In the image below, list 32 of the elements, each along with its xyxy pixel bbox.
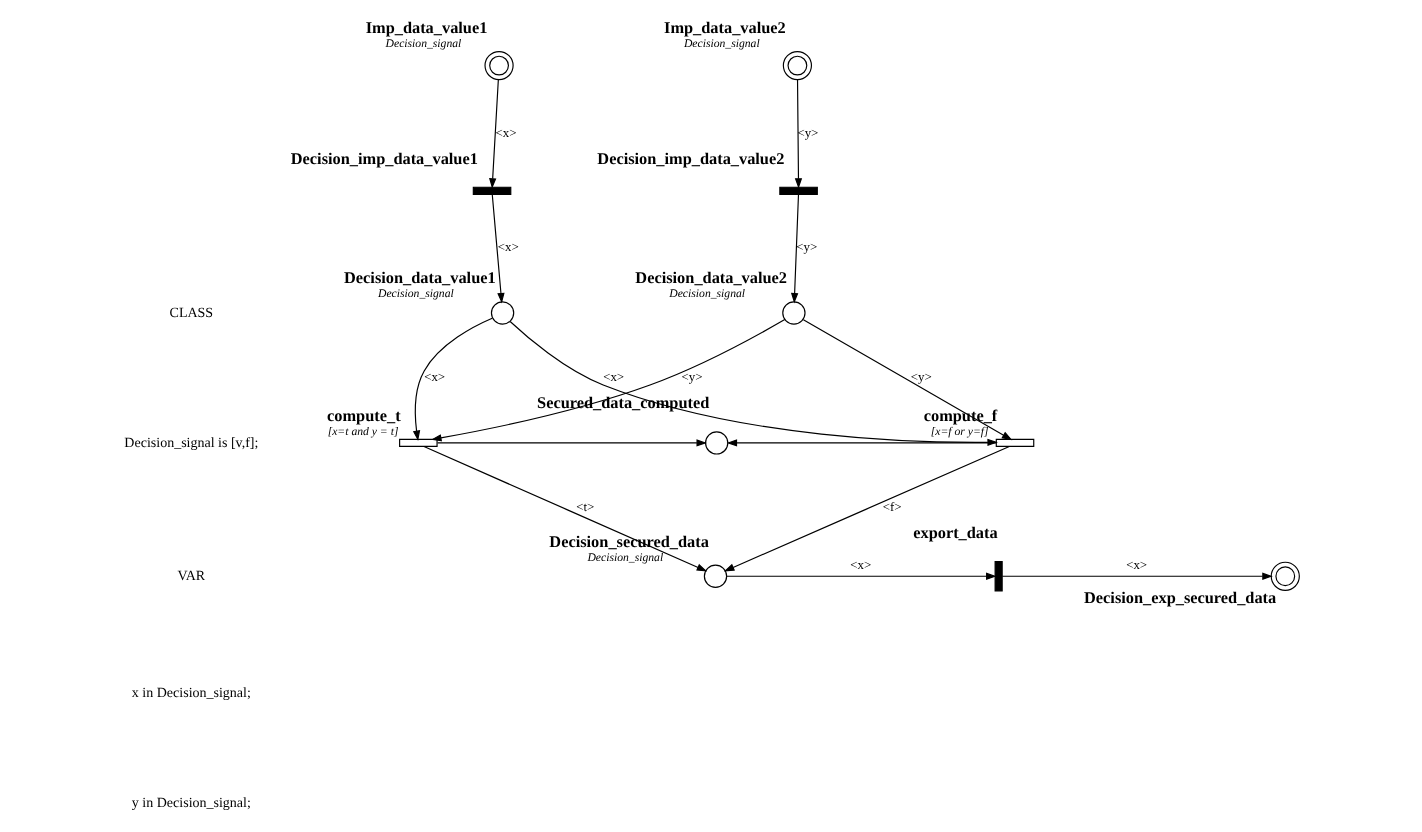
arrow (490, 193, 504, 304)
node-label: Decision_imp_data_value2 (596, 149, 784, 168)
arrow (722, 446, 1009, 572)
node-circle (702, 564, 727, 588)
arrow (789, 193, 799, 304)
arrow (1000, 572, 1272, 580)
node-box (471, 186, 511, 195)
node-box (993, 561, 1002, 592)
node-label: Decision_data_value1 (343, 269, 495, 288)
node-label: Decision_data_value2 (634, 269, 787, 288)
node-box (398, 438, 437, 447)
node-circle (781, 50, 812, 81)
arrow (793, 79, 802, 189)
arrow (801, 319, 1012, 441)
node-circle (483, 50, 513, 81)
node-label: Decision_exp_secured_data (1083, 588, 1276, 607)
arrow (430, 319, 785, 442)
arrow (725, 572, 996, 580)
node-label: Imp_data_value2 (663, 19, 785, 38)
arrow (488, 79, 498, 189)
arrow (422, 446, 707, 572)
node-label: export_data (912, 523, 997, 542)
node-circle (781, 301, 805, 325)
node-label: Decision_imp_data_value1 (289, 149, 477, 168)
node-box (994, 438, 1034, 447)
node-circle (704, 431, 728, 455)
node-label: Imp_data_value1 (364, 19, 487, 38)
arrow (411, 317, 492, 442)
node-label: compute_t (326, 406, 400, 425)
node-circle (489, 301, 514, 325)
node-box (778, 186, 817, 195)
arrow (436, 439, 706, 447)
